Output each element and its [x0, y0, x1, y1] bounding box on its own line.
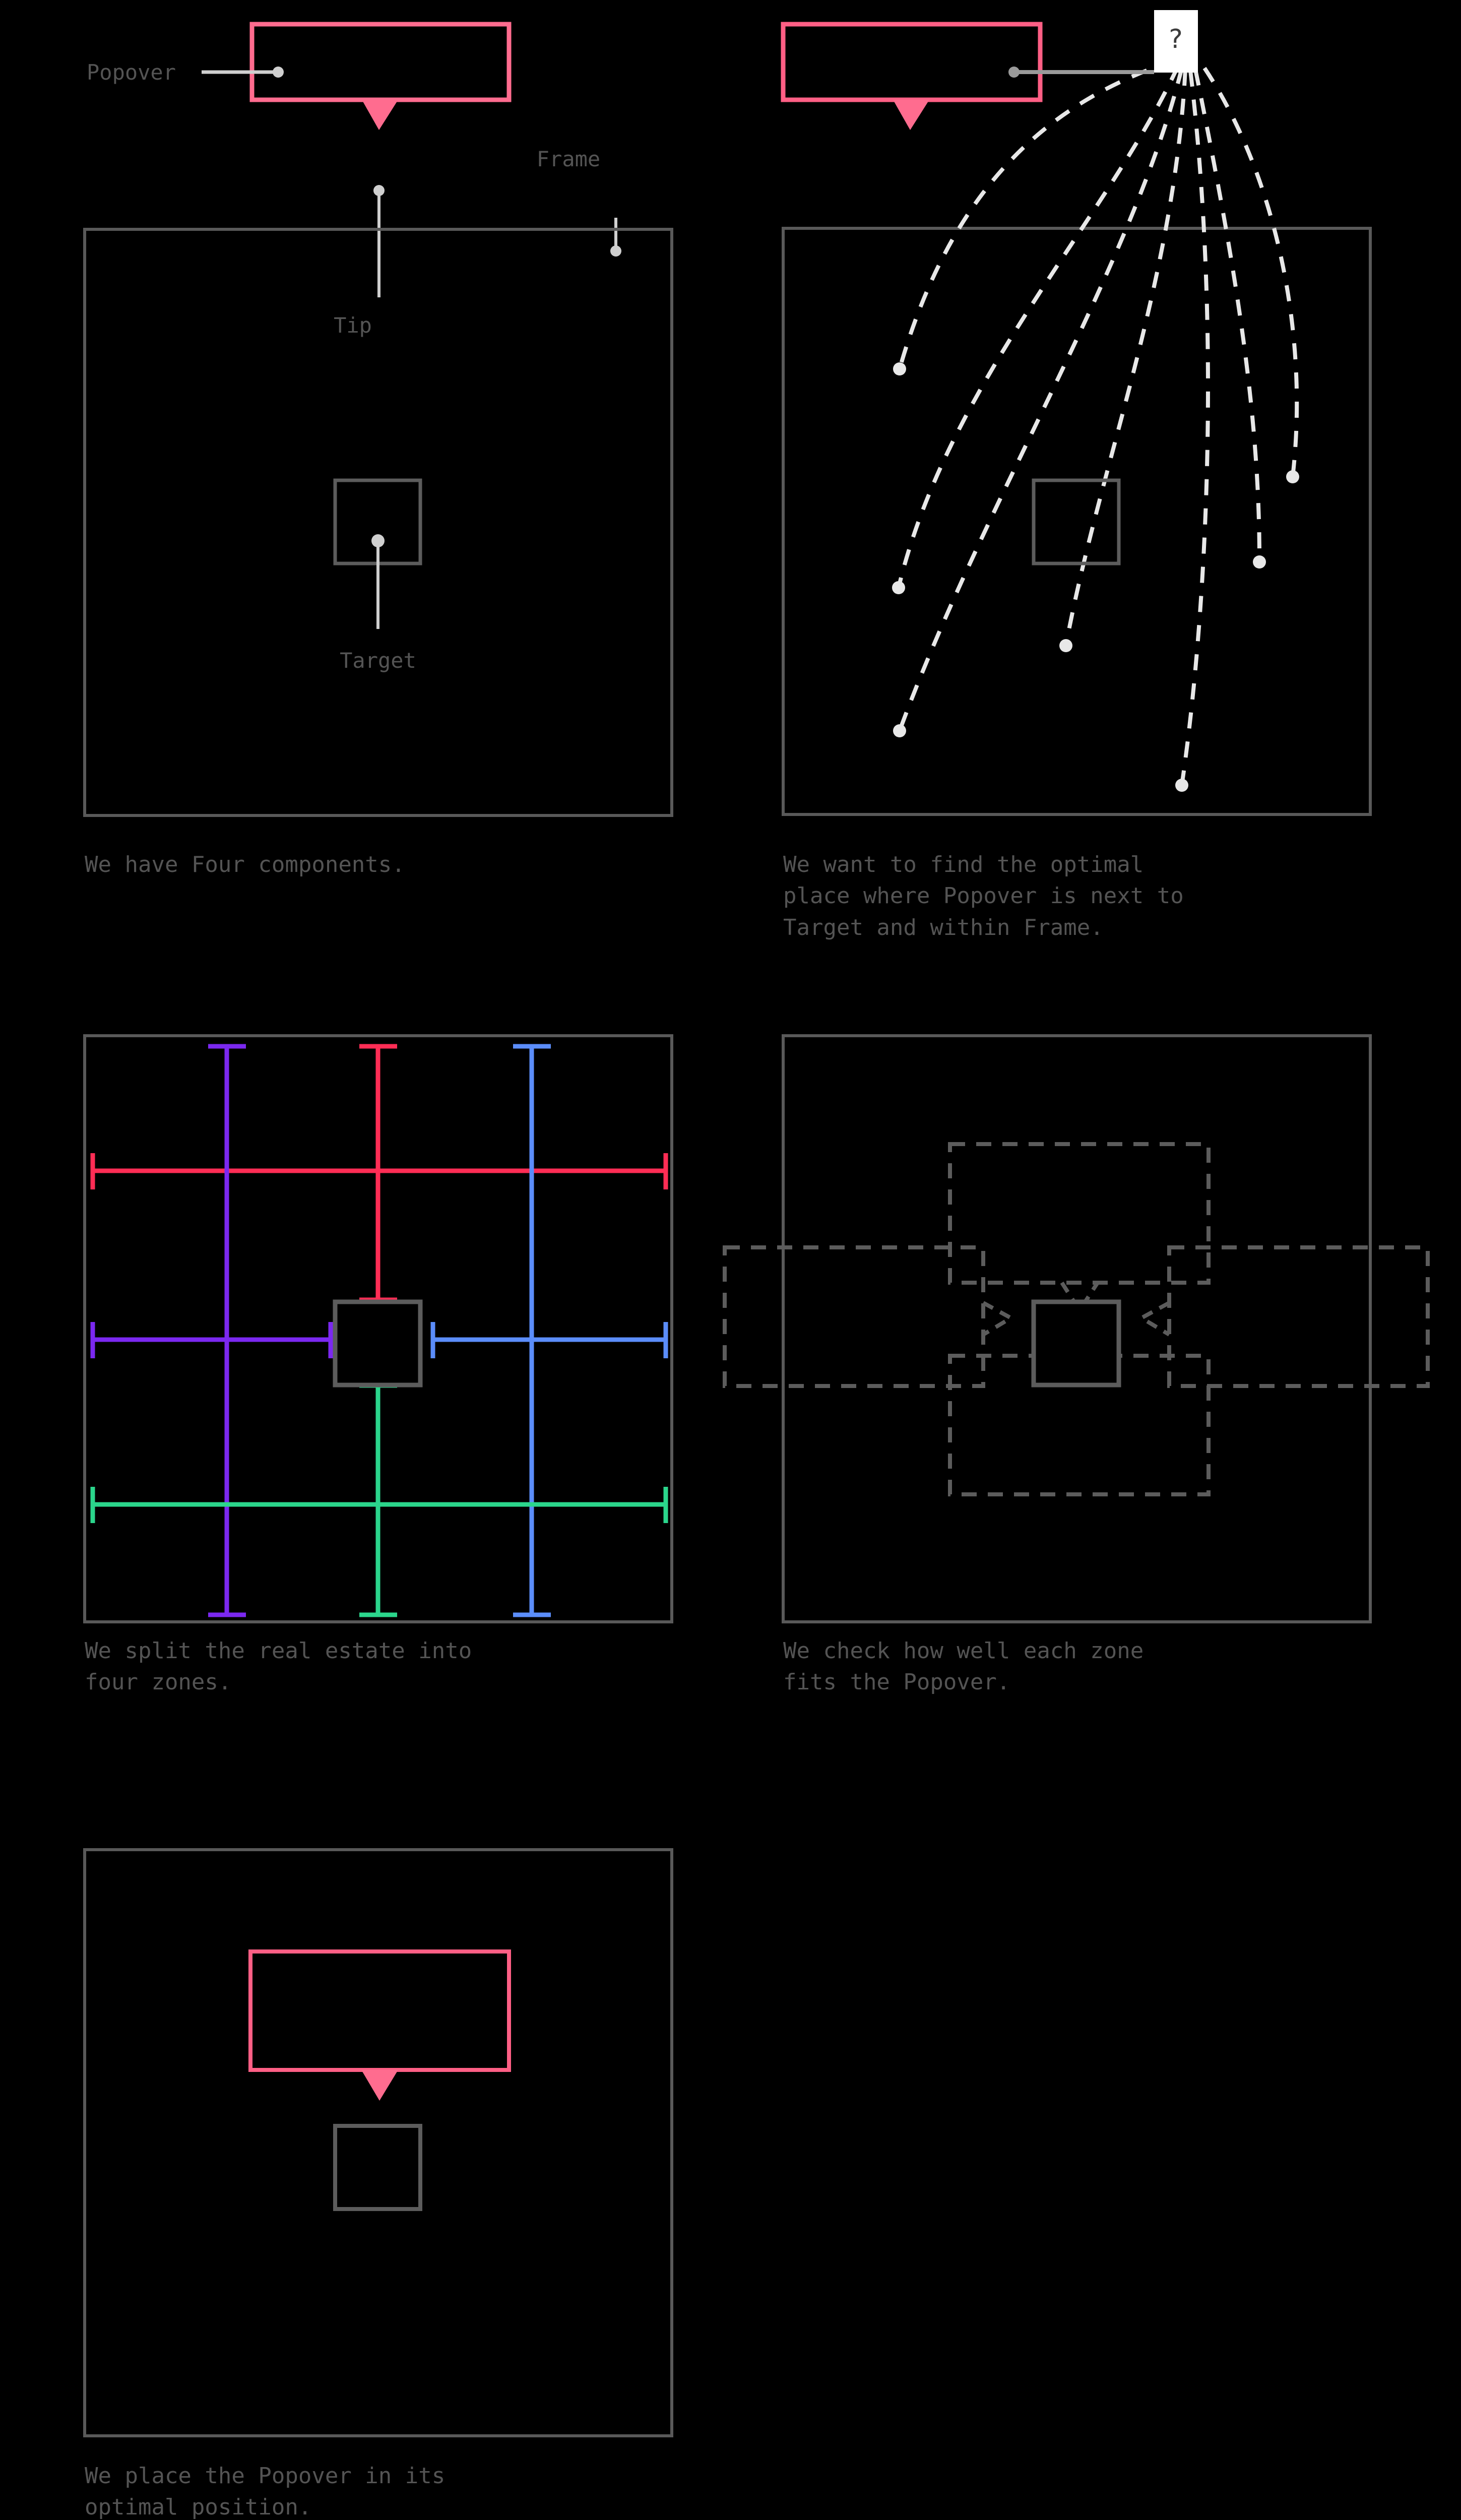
caption-panel-result: We place the Popover in its optimal posi… [85, 2461, 445, 2520]
caption-line: We split the real estate into [85, 1638, 472, 1664]
candidate-box-right [1167, 1245, 1430, 1388]
candidate-box-left [723, 1245, 985, 1388]
candidate-box-group [723, 1142, 1430, 1496]
label-tip: Tip [334, 313, 372, 338]
panel-fit-graphic [723, 1034, 1430, 1623]
caption-panel-components: We have Four components. [85, 852, 405, 877]
popover-shape-2 [781, 22, 1043, 102]
candidate-dot-6 [1286, 470, 1299, 483]
caption-panel-search: We want to find the optimal place where … [783, 849, 1184, 943]
popover-tip-shape-2 [893, 100, 929, 130]
candidate-dot-5 [1253, 555, 1266, 569]
candidate-tip-top [1060, 1281, 1100, 1314]
candidate-path-4 [1064, 69, 1187, 646]
candidate-dot-1 [893, 362, 906, 375]
target-shape-3 [333, 1299, 423, 1388]
zone-left-measure [90, 1044, 333, 1617]
candidate-dot-2 [892, 581, 905, 594]
frame-shape-5 [83, 1848, 673, 2437]
label-frame: Frame [537, 147, 600, 171]
frame-shape-3 [83, 1034, 673, 1623]
candidate-dot-3 [893, 724, 906, 737]
caption-panel-zones: We split the real estate into four zones… [85, 1635, 472, 1698]
caption-panel-fit: We check how well each zone fits the Pop… [783, 1635, 1144, 1698]
caption-line: Target and within Frame. [783, 914, 1104, 940]
candidate-path-3 [898, 68, 1184, 732]
caption-line: fits the Popover. [783, 1669, 1010, 1695]
frame-shape-2 [782, 227, 1372, 816]
candidate-tip-left [982, 1301, 1015, 1337]
target-shape-4 [1031, 1299, 1121, 1388]
caption-line: place where Popover is next to [783, 883, 1184, 909]
label-popover: Popover [87, 60, 176, 85]
question-mark-label: ? [1169, 24, 1183, 54]
popover-tip-shape [362, 100, 398, 130]
candidate-box-bottom [948, 1354, 1211, 1496]
zone-right-measure [430, 1044, 668, 1617]
frame-shape-4 [782, 1034, 1372, 1623]
label-target: Target [340, 648, 416, 673]
caption-line: optimal position. [85, 2494, 312, 2520]
target-shape-2 [1032, 478, 1121, 565]
popover-leader-dot [273, 67, 284, 78]
candidate-box-top [948, 1142, 1211, 1285]
caption-line: We check how well each zone [783, 1638, 1144, 1664]
panel-components-graphic: Popover Tip Frame Target [83, 22, 673, 817]
caption-line: We want to find the optimal [783, 852, 1144, 877]
target-shape-5 [333, 2124, 422, 2211]
frame-shape [83, 228, 673, 817]
candidate-dot-group [892, 362, 1299, 792]
caption-line: We place the Popover in its [85, 2463, 446, 2489]
panel-zones-graphic [83, 1034, 673, 1623]
candidate-dot-4 [1059, 639, 1072, 652]
candidate-path-6 [1202, 67, 1299, 477]
popover-tip-shape-5 [361, 2070, 398, 2101]
candidate-dot-7 [1175, 779, 1188, 792]
caption-line: four zones. [85, 1669, 232, 1695]
candidate-path-group [897, 58, 1299, 786]
candidate-path-2 [897, 65, 1180, 588]
zone-top-measure [90, 1044, 668, 1303]
panel-components: Popover Tip Frame Target We have Four co… [0, 0, 731, 877]
candidate-path-7 [1180, 70, 1210, 786]
panel-search: ? We want to find the optimal place wher… [0, 0, 1461, 940]
candidate-path-1 [898, 58, 1175, 370]
panel-result-graphic [83, 1848, 673, 2437]
question-box-fill [1154, 10, 1198, 73]
panel-search-graphic: ? [781, 10, 1372, 816]
frame-leader-dot [610, 245, 621, 257]
candidate-path-5 [1193, 69, 1262, 562]
popover-shape-5 [248, 1949, 511, 2072]
candidate-tip-right [1137, 1301, 1171, 1337]
